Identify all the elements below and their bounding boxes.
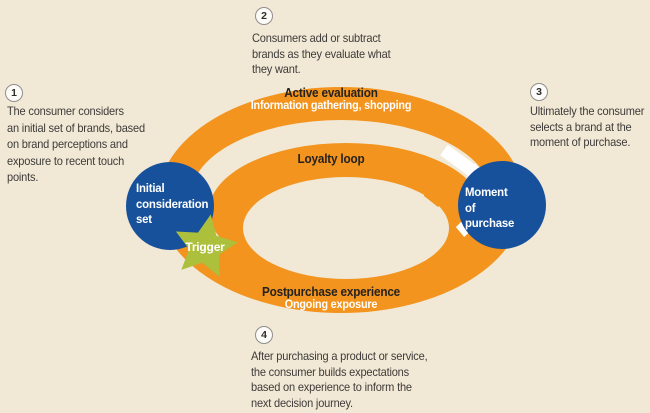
step-1-text: The consumer considers an initial set of… <box>7 104 145 184</box>
ring-hole <box>243 177 449 279</box>
information-gathering-label: Information gathering, shopping <box>250 100 412 112</box>
step-2-text: Consumers add or subtract brands as they… <box>252 31 391 76</box>
step-3-text: Ultimately the consumer selects a brand … <box>530 104 645 149</box>
moment-of-purchase-circle <box>458 161 546 249</box>
ongoing-exposure-label: Ongoing exposure <box>284 299 378 311</box>
step-3-badge: 3 <box>530 83 548 101</box>
moment-of-purchase-label: Moment of purchase <box>465 185 515 230</box>
active-evaluation-label: Active evaluation <box>284 86 378 100</box>
step-1-badge: 1 <box>5 84 23 102</box>
postpurchase-experience-label: Postpurchase experience <box>261 285 401 299</box>
initial-consideration-label: Initial consideration set <box>136 181 209 226</box>
initial-consideration-circle <box>126 162 214 250</box>
loyalty-arrowhead-icon <box>424 155 457 207</box>
step-4-badge: 4 <box>255 326 273 344</box>
trigger-label: Trigger <box>185 240 225 254</box>
step-2-badge: 2 <box>255 7 273 25</box>
step-4-text: After purchasing a product or service, t… <box>251 349 428 410</box>
trigger-star-icon <box>175 214 238 277</box>
loyalty-loop-label: Loyalty loop <box>297 152 365 166</box>
